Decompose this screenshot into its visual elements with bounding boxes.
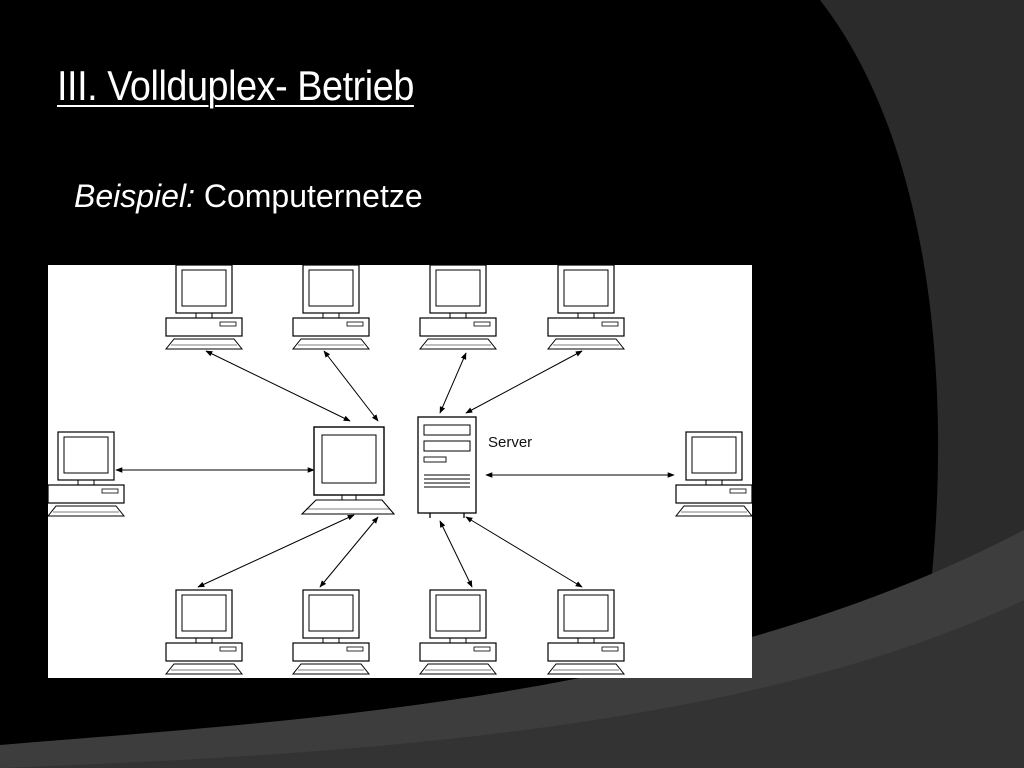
slide-title: III. Vollduplex- Betrieb bbox=[57, 62, 414, 109]
background-band-bottom-inner bbox=[0, 600, 1024, 768]
client-bottom-3-computer-icon bbox=[418, 589, 498, 675]
client-top-1-computer-icon bbox=[164, 265, 244, 350]
link-server-to-client-bottom-4 bbox=[465, 516, 583, 588]
server-label: Server bbox=[488, 434, 532, 451]
server-icon bbox=[417, 416, 477, 518]
client-bottom-4-computer-icon bbox=[546, 589, 626, 675]
client-top-4-computer-icon bbox=[546, 265, 626, 350]
network-diagram: Server bbox=[48, 265, 752, 678]
client-bottom-1-computer-icon bbox=[164, 589, 244, 675]
subtitle-text: Computernetze bbox=[203, 178, 423, 214]
central-monitor-computer-icon bbox=[300, 426, 396, 515]
client-top-3-computer-icon bbox=[418, 265, 498, 350]
client-left-computer-icon bbox=[48, 431, 126, 517]
link-client-top-1-to-central-monitor bbox=[205, 350, 351, 422]
link-server-to-client-bottom-3 bbox=[439, 520, 473, 588]
client-top-2-computer-icon bbox=[291, 265, 371, 350]
client-right-computer-icon bbox=[674, 431, 752, 517]
network-diagram-svg: Server bbox=[48, 265, 752, 675]
links-layer bbox=[115, 350, 675, 588]
link-client-top-3-to-server bbox=[439, 352, 467, 414]
link-client-top-4-to-server bbox=[465, 350, 583, 414]
link-client-top-2-to-central-monitor bbox=[323, 350, 379, 422]
subtitle-italic: Beispiel: bbox=[74, 178, 195, 214]
link-central-monitor-to-client-bottom-1 bbox=[197, 514, 355, 588]
link-central-monitor-to-client-bottom-2 bbox=[319, 516, 379, 588]
nodes-layer bbox=[48, 265, 752, 675]
slide-subtitle: Beispiel: Computernetze bbox=[74, 178, 423, 215]
client-bottom-2-computer-icon bbox=[291, 589, 371, 675]
